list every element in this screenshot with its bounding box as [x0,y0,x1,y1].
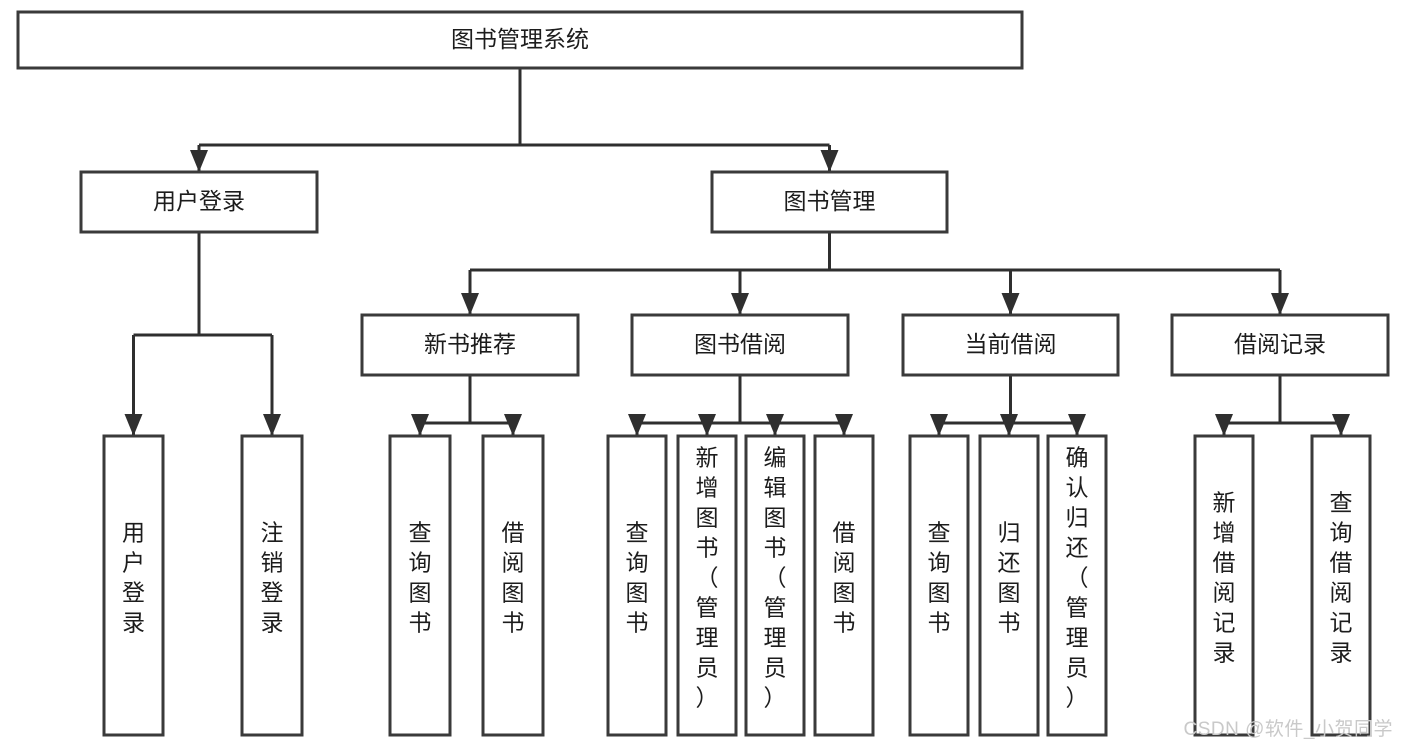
node-box-leaf-query-book-1[interactable] [388,434,452,737]
node-label-leaf-user-logout: 注销登录 [261,520,284,636]
node-label-borrow-record: 借阅记录 [1234,331,1326,357]
node-root[interactable]: 图书管理系统 [16,10,1024,70]
node-leaf-query-book-2[interactable]: 查询图书 [606,434,668,737]
node-new-book-recommend[interactable]: 新书推荐 [360,313,580,377]
arrow-to-leaf-return-book [1000,414,1018,436]
node-leaf-user-login[interactable]: 用户登录 [102,434,165,737]
node-label-leaf-query-book-3: 查询图书 [928,520,951,636]
node-label-leaf-query-book-1: 查询图书 [409,520,432,636]
arrow-to-leaf-user-login [124,414,143,436]
node-box-leaf-add-book[interactable] [676,434,738,737]
node-user-login[interactable]: 用户登录 [79,170,319,234]
node-label-current-borrow: 当前借阅 [965,331,1057,357]
node-box-leaf-borrow-book-2[interactable] [813,434,875,737]
arrow-to-leaf-borrow-book-1 [504,414,522,436]
node-box-leaf-edit-book[interactable] [744,434,806,737]
arrow-to-leaf-edit-book [766,414,784,436]
node-label-new-book-recommend: 新书推荐 [424,331,516,357]
node-leaf-borrow-book-2[interactable]: 借阅图书 [813,434,875,737]
node-leaf-edit-book[interactable]: 编辑图书（管理员） [744,434,806,737]
node-label-leaf-query-book-2: 查询图书 [626,520,649,636]
node-leaf-query-book-1[interactable]: 查询图书 [388,434,452,737]
node-box-root[interactable] [16,10,1024,70]
node-leaf-user-logout[interactable]: 注销登录 [240,434,304,737]
arrow-to-leaf-confirm-return [1068,414,1086,436]
arrow-to-leaf-query-record [1332,414,1350,436]
node-label-leaf-borrow-book-2: 借阅图书 [833,520,856,636]
node-borrow-record[interactable]: 借阅记录 [1170,313,1390,377]
connector-layer [124,68,1350,436]
node-box-leaf-query-book-2[interactable] [606,434,668,737]
node-leaf-add-book[interactable]: 新增图书（管理员） [676,434,738,737]
node-label-leaf-add-record: 新增借阅记录 [1213,490,1236,666]
arrow-to-user-login [190,150,208,172]
arrow-to-leaf-query-book-2 [628,414,646,436]
arrow-to-leaf-query-book-1 [411,414,429,436]
node-box-borrow-record[interactable] [1170,313,1390,377]
arrow-to-current-borrow [1001,293,1020,315]
arrow-to-book-borrow [731,293,749,315]
node-box-new-book-recommend[interactable] [360,313,580,377]
node-leaf-add-record[interactable]: 新增借阅记录 [1193,434,1255,737]
node-box-leaf-user-login[interactable] [102,434,165,737]
node-leaf-query-record[interactable]: 查询借阅记录 [1310,434,1372,737]
arrow-to-book-manage [820,150,839,172]
arrow-to-leaf-add-record [1215,414,1233,436]
arrow-to-leaf-borrow-book-2 [835,414,853,436]
node-box-leaf-confirm-return[interactable] [1046,434,1108,737]
arrow-to-leaf-user-logout [263,414,281,436]
node-label-book-manage: 图书管理 [784,188,876,214]
node-box-leaf-query-record[interactable] [1310,434,1372,737]
node-box-leaf-return-book[interactable] [978,434,1040,737]
node-leaf-return-book[interactable]: 归还图书 [978,434,1040,737]
node-box-user-login[interactable] [79,170,319,234]
node-label-leaf-confirm-return: 确认归还（管理员） [1066,445,1089,711]
node-label-user-login: 用户登录 [153,188,245,214]
node-current-borrow[interactable]: 当前借阅 [901,313,1120,377]
arrow-to-borrow-record [1271,293,1289,315]
node-box-book-borrow[interactable] [630,313,850,377]
node-label-leaf-edit-book: 编辑图书（管理员） [764,445,787,711]
node-label-leaf-borrow-book-1: 借阅图书 [502,520,525,636]
node-leaf-query-book-3[interactable]: 查询图书 [908,434,970,737]
node-label-leaf-query-record: 查询借阅记录 [1330,490,1353,666]
node-box-leaf-add-record[interactable] [1193,434,1255,737]
node-box-leaf-borrow-book-1[interactable] [481,434,545,737]
node-label-leaf-add-book: 新增图书（管理员） [696,445,719,711]
node-leaf-borrow-book-1[interactable]: 借阅图书 [481,434,545,737]
arrow-to-leaf-query-book-3 [930,414,948,436]
node-box-leaf-user-logout[interactable] [240,434,304,737]
node-leaf-confirm-return[interactable]: 确认归还（管理员） [1046,434,1108,737]
arrow-to-leaf-add-book [698,414,716,436]
node-label-leaf-return-book: 归还图书 [998,520,1021,636]
node-label-book-borrow: 图书借阅 [694,331,786,357]
node-box-current-borrow[interactable] [901,313,1120,377]
node-book-borrow[interactable]: 图书借阅 [630,313,850,377]
node-box-book-manage[interactable] [710,170,949,234]
node-label-root: 图书管理系统 [451,26,589,52]
arrow-to-new-book-recommend [461,293,479,315]
node-label-leaf-user-login: 用户登录 [122,520,145,636]
node-book-manage[interactable]: 图书管理 [710,170,949,234]
node-layer: 图书管理系统用户登录图书管理新书推荐图书借阅当前借阅借阅记录用户登录注销登录查询… [16,10,1390,737]
node-box-leaf-query-book-3[interactable] [908,434,970,737]
